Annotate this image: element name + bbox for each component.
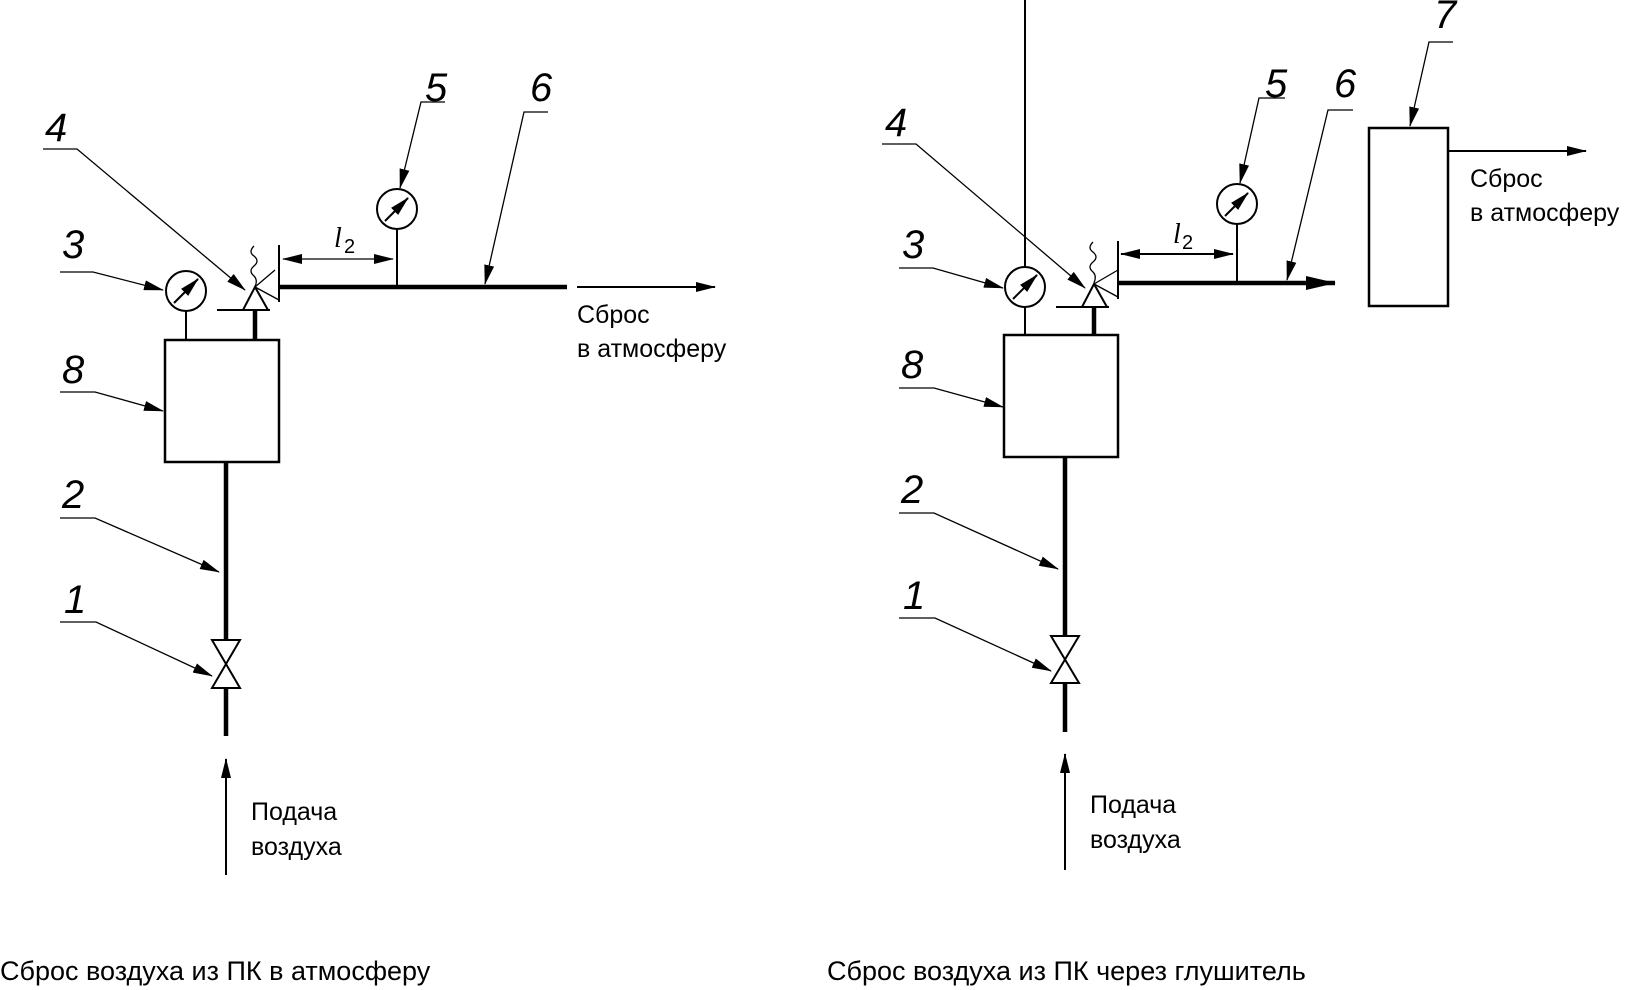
svg-text:8: 8 — [62, 348, 85, 392]
valve-1 — [1049, 635, 1081, 684]
pressure-gauge-5 — [376, 188, 418, 230]
valve-1 — [210, 639, 242, 689]
callout-1: 1 — [899, 574, 1052, 672]
safety-valve-4 — [217, 245, 280, 311]
svg-text:7: 7 — [1434, 0, 1458, 37]
svg-text:3: 3 — [62, 223, 84, 267]
pressure-gauge-5 — [1216, 183, 1258, 225]
caption-right: Сброс воздуха из ПК через глушитель — [827, 956, 1306, 986]
safety-valve-4 — [1056, 241, 1119, 308]
caption-left: Сброс воздуха из ПК в атмосферу — [0, 956, 431, 986]
callout-4: 4 — [882, 101, 1086, 289]
svg-text:2: 2 — [900, 468, 923, 512]
callout-3: 3 — [60, 223, 164, 291]
svg-text:3: 3 — [902, 223, 924, 267]
svg-text:4: 4 — [45, 106, 67, 150]
right-diagram: Подача воздуха Сброс в атмосферу — [827, 0, 1620, 986]
inlet-label-line1: Подача — [251, 798, 337, 826]
svg-text:2: 2 — [61, 473, 84, 517]
outlet-label-line1: Сброс — [1470, 165, 1543, 193]
inlet-label-line2: воздуха — [251, 833, 342, 861]
dimension-subscript: 2 — [344, 236, 355, 258]
dimension-label-l2: l — [1173, 219, 1181, 250]
svg-text:8: 8 — [901, 343, 924, 387]
left-diagram: Подача воздуха Сброс в атмосферу l — [0, 66, 727, 986]
pressure-gauge-3 — [1004, 266, 1046, 308]
dimension-label-l2: l — [334, 223, 342, 254]
callout-4: 4 — [43, 106, 246, 291]
callout-5: 5 — [1239, 62, 1288, 184]
svg-text:4: 4 — [885, 101, 907, 145]
callout-2: 2 — [899, 468, 1059, 570]
callout-6: 6 — [1286, 62, 1357, 281]
callout-1: 1 — [60, 578, 213, 677]
svg-text:1: 1 — [64, 578, 86, 622]
svg-text:5: 5 — [1265, 62, 1288, 106]
svg-text:5: 5 — [425, 66, 448, 110]
callout-5: 5 — [399, 66, 448, 189]
inlet-label-line2: воздуха — [1090, 826, 1181, 854]
vessel-8 — [163, 338, 281, 464]
outlet-label-line2: в атмосферу — [577, 335, 727, 363]
inlet-label-line1: Подача — [1090, 791, 1176, 819]
svg-text:1: 1 — [903, 574, 925, 618]
pressure-gauge-3 — [165, 270, 207, 312]
callout-8: 8 — [899, 343, 1004, 408]
vessel-8 — [1002, 333, 1120, 459]
callout-6: 6 — [484, 66, 553, 285]
callout-3: 3 — [899, 223, 1004, 289]
callout-7: 7 — [1409, 0, 1458, 127]
callout-8: 8 — [60, 348, 164, 412]
silencer-7 — [1367, 126, 1450, 308]
outlet-label-line2: в атмосферу — [1470, 199, 1620, 227]
callout-2: 2 — [60, 473, 220, 573]
svg-text:6: 6 — [530, 66, 553, 110]
outlet-label-line1: Сброс — [577, 301, 650, 329]
dimension-subscript: 2 — [1182, 232, 1193, 254]
svg-text:6: 6 — [1334, 62, 1357, 106]
